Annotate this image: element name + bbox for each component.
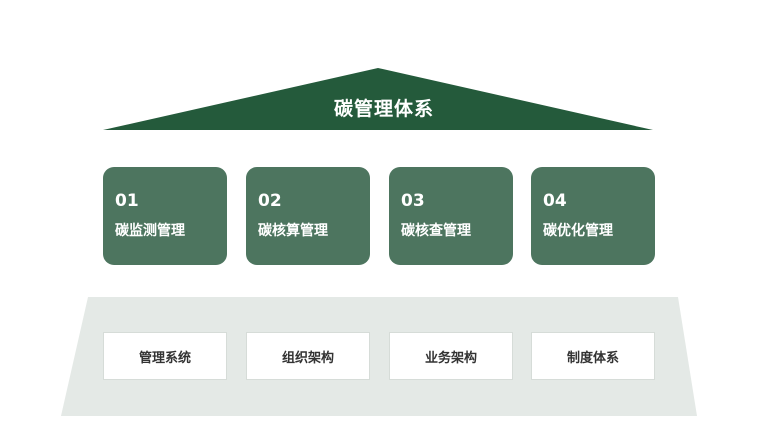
- pillar-label: 碳优化管理: [543, 223, 613, 239]
- pillar-01: 01 碳监测管理: [103, 167, 227, 265]
- pillar-label: 碳核查管理: [401, 223, 471, 239]
- pillar-label: 碳监测管理: [115, 223, 185, 239]
- roof-title: 碳管理体系: [333, 98, 434, 120]
- pillar-03: 03 碳核查管理: [389, 167, 513, 265]
- foundation-item-regulation-system: 制度体系: [531, 332, 655, 380]
- foundation-item-organization: 组织架构: [246, 332, 370, 380]
- pillar-number: 01: [115, 191, 139, 211]
- foundation-item-business-architecture: 业务架构: [389, 332, 513, 380]
- pillar-04: 04 碳优化管理: [531, 167, 655, 265]
- foundation-item-management-system: 管理系统: [103, 332, 227, 380]
- pillar-number: 03: [401, 191, 425, 211]
- roof-triangle: [103, 68, 653, 130]
- foundation-base: [61, 297, 697, 416]
- pillar-02: 02 碳核算管理: [246, 167, 370, 265]
- pillar-number: 02: [258, 191, 282, 211]
- pillar-number: 04: [543, 191, 567, 211]
- pillar-label: 碳核算管理: [258, 223, 328, 239]
